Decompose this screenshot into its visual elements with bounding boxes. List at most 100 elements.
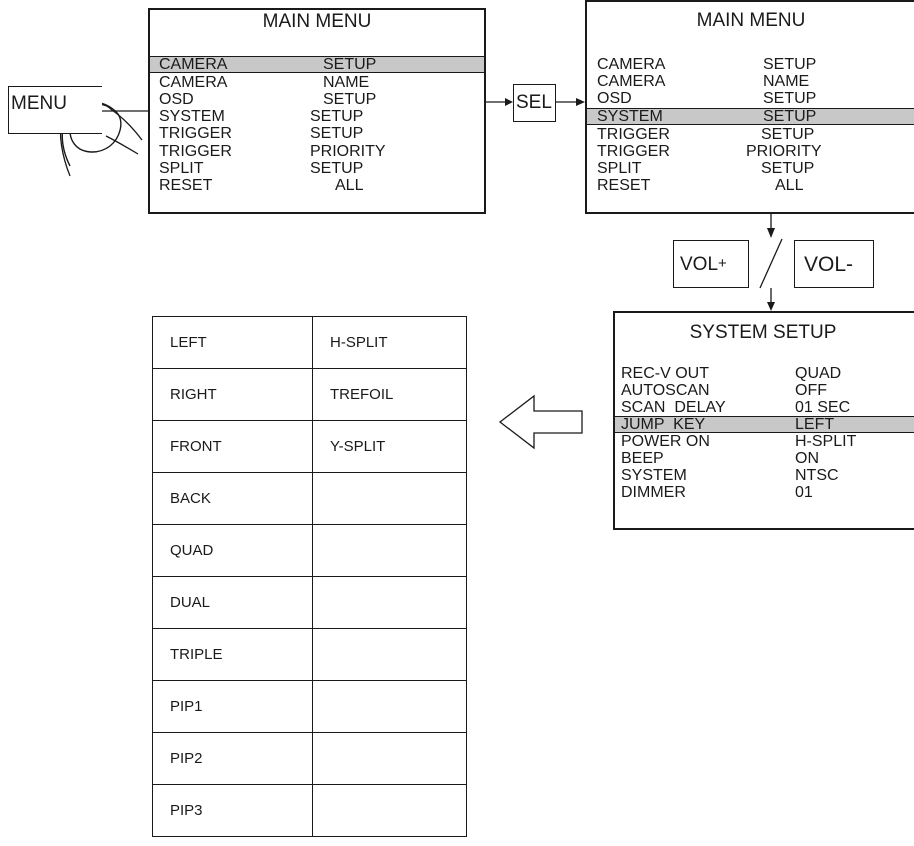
menu-item-value: SETUP <box>763 56 817 73</box>
menu-item-label: OSD <box>159 91 194 108</box>
main-menu-item-osd-setup[interactable]: OSD SETUP <box>587 90 914 107</box>
menu-item-label: SYSTEM <box>597 108 663 125</box>
jump-key-split-cell: H-SPLIT <box>312 316 467 369</box>
setting-label: AUTOSCAN <box>621 382 710 399</box>
menu-item-value: NAME <box>763 73 810 90</box>
jump-key-view-cell: RIGHT <box>152 368 313 421</box>
vol-plus-button[interactable]: VOL+ <box>673 240 749 288</box>
main-menu-title: MAIN MENU <box>696 10 806 31</box>
menu-item-value: SETUP <box>323 91 377 108</box>
menu-item-label: TRIGGER <box>597 126 670 143</box>
vol-plus-text: VOL <box>680 254 719 275</box>
menu-item-label: SYSTEM <box>159 108 225 125</box>
table-row: PIP2 <box>152 732 467 785</box>
system-setup-item-rec-v-out[interactable]: REC-V OUT QUAD <box>615 365 914 382</box>
jump-key-split-cell: Y-SPLIT <box>312 420 467 473</box>
table-row: PIP3 <box>152 784 467 837</box>
jump-key-view-cell: PIP2 <box>152 732 313 785</box>
main-menu-item-reset-all[interactable]: RESET ALL <box>587 177 914 194</box>
main-menu-item-trigger-setup[interactable]: TRIGGER SETUP <box>150 125 484 142</box>
system-setup-item-dimmer[interactable]: DIMMER 01 <box>615 484 914 501</box>
setting-value: 01 <box>795 484 813 501</box>
main-menu-title: MAIN MENU <box>262 11 372 32</box>
jump-key-split-cell: TREFOIL <box>312 368 467 421</box>
menu-item-value: SETUP <box>310 125 364 142</box>
setting-label: SYSTEM <box>621 467 687 484</box>
menu-item-label: TRIGGER <box>159 143 232 160</box>
setting-value: QUAD <box>795 365 842 382</box>
menu-item-value: PRIORITY <box>310 143 386 160</box>
menu-item-label: CAMERA <box>597 73 666 90</box>
menu-item-label: RESET <box>159 177 213 194</box>
menu-item-value: SETUP <box>763 90 817 107</box>
main-menu-item-trigger-priority[interactable]: TRIGGER PRIORITY <box>150 143 484 160</box>
menu-item-value: ALL <box>775 177 804 194</box>
system-setup-panel: SYSTEM SETUP REC-V OUT QUAD AUTOSCAN OFF… <box>613 311 914 530</box>
sel-button-label: SEL <box>516 92 552 113</box>
system-setup-item-autoscan[interactable]: AUTOSCAN OFF <box>615 382 914 399</box>
main-menu-item-camera-name[interactable]: CAMERA NAME <box>587 73 914 90</box>
setting-value: H-SPLIT <box>795 433 857 450</box>
jump-key-split-cell <box>312 680 467 733</box>
jump-key-view-cell: BACK <box>152 472 313 525</box>
setting-label: POWER ON <box>621 433 710 450</box>
setting-label: DIMMER <box>621 484 686 501</box>
main-menu-item-camera-name[interactable]: CAMERA NAME <box>150 74 484 91</box>
vol-plus-label: VOL+ <box>680 254 727 276</box>
main-menu-item-camera-setup[interactable]: CAMERA SETUP <box>150 56 484 73</box>
table-row: BACK <box>152 472 467 525</box>
jump-key-view-cell: DUAL <box>152 576 313 629</box>
menu-item-label: OSD <box>597 90 632 107</box>
setting-value: ON <box>795 450 819 467</box>
table-row: PIP1 <box>152 680 467 733</box>
system-setup-item-system[interactable]: SYSTEM NTSC <box>615 467 914 484</box>
main-menu-item-system-setup[interactable]: SYSTEM SETUP <box>587 108 914 125</box>
setting-value: 01 SEC <box>795 399 851 416</box>
system-setup-item-beep[interactable]: BEEP ON <box>615 450 914 467</box>
menu-item-value: SETUP <box>310 160 364 177</box>
menu-button[interactable]: MENU <box>8 86 102 134</box>
menu-item-value: SETUP <box>763 108 817 125</box>
vol-minus-button[interactable]: VOL- <box>794 240 874 288</box>
setting-label: BEEP <box>621 450 664 467</box>
menu-item-value: ALL <box>335 177 364 194</box>
menu-item-label: CAMERA <box>159 56 228 73</box>
system-setup-item-jump-key[interactable]: JUMP KEY LEFT <box>615 416 914 433</box>
table-row: QUAD <box>152 524 467 577</box>
system-setup-item-power-on[interactable]: POWER ON H-SPLIT <box>615 433 914 450</box>
setting-label: REC-V OUT <box>621 365 709 382</box>
jump-key-split-cell <box>312 524 467 577</box>
main-menu-item-osd-setup[interactable]: OSD SETUP <box>150 91 484 108</box>
setting-value: NTSC <box>795 467 839 484</box>
jump-key-split-cell <box>312 784 467 837</box>
main-menu-item-split-setup[interactable]: SPLIT SETUP <box>150 160 484 177</box>
menu-item-label: CAMERA <box>597 56 666 73</box>
jump-key-split-cell <box>312 628 467 681</box>
jump-key-view-cell: LEFT <box>152 316 313 369</box>
vol-minus-label: VOL- <box>804 253 854 276</box>
table-row: TRIPLE <box>152 628 467 681</box>
main-menu-item-trigger-setup[interactable]: TRIGGER SETUP <box>587 126 914 143</box>
menu-item-label: CAMERA <box>159 74 228 91</box>
menu-button-label: MENU <box>11 93 67 114</box>
menu-item-label: TRIGGER <box>597 143 670 160</box>
setting-value: OFF <box>795 382 827 399</box>
jump-key-view-cell: PIP1 <box>152 680 313 733</box>
main-menu-system-selected-panel: MAIN MENU CAMERA SETUP CAMERA NAME OSD S… <box>585 0 914 214</box>
main-menu-item-reset-all[interactable]: RESET ALL <box>150 177 484 194</box>
main-menu-item-split-setup[interactable]: SPLIT SETUP <box>587 160 914 177</box>
setting-value: LEFT <box>795 416 835 433</box>
setting-label: JUMP KEY <box>621 416 706 433</box>
menu-item-value: SETUP <box>310 108 364 125</box>
main-menu-item-camera-setup[interactable]: CAMERA SETUP <box>587 56 914 73</box>
jump-key-view-cell: FRONT <box>152 420 313 473</box>
main-menu-item-system-setup[interactable]: SYSTEM SETUP <box>150 108 484 125</box>
menu-item-value: PRIORITY <box>746 143 822 160</box>
sel-button[interactable]: SEL <box>513 84 556 122</box>
system-setup-item-scan-delay[interactable]: SCAN DELAY 01 SEC <box>615 399 914 416</box>
main-menu-item-trigger-priority[interactable]: TRIGGER PRIORITY <box>587 143 914 160</box>
